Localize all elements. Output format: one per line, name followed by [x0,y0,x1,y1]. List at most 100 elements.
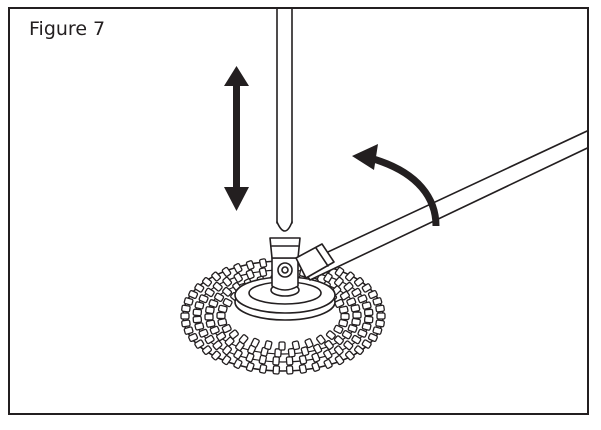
vertical-handle [276,9,293,232]
fringe-strand [311,352,321,363]
fringe-strand [375,319,385,328]
fringe-strand [375,304,385,313]
fringe-strand [201,345,213,355]
fringe-strand [212,340,223,351]
fringe-strand [334,298,345,308]
fringe-strand [198,328,209,338]
fringe-strand [363,315,374,324]
fringe-strand [344,350,355,361]
fringe-strand [245,260,255,271]
fringe-strand [376,312,386,320]
fringe-strand [180,312,190,320]
fringe-strand [357,328,368,338]
fringe-strand [323,349,333,360]
fringe-strand [333,276,344,287]
swivel-joint [269,237,301,291]
fringe-strand [192,315,203,324]
fringe-strand [222,286,233,297]
fringe-strand [198,294,209,304]
fringe-strand [272,365,281,375]
fringe-strand [209,325,220,335]
fringe-strand [278,341,286,351]
fringe-strand [361,301,372,310]
fringe-strand [333,335,344,346]
fringe-strand [183,297,194,306]
fringe-strand [258,363,268,374]
fringe-strand [353,345,365,355]
fringe-strand [298,363,308,374]
fringe-strand [298,354,308,365]
fringe-strand [217,318,228,327]
fringe-strand [325,330,336,340]
fringe-strand [352,311,362,319]
fringe-strand [347,324,358,333]
fringe-strand [351,287,362,298]
fringe-strand [258,258,268,269]
fringe-strand [361,283,372,293]
fringe-strand [222,345,233,356]
figure-label: Figure 7 [29,18,106,40]
fringe-strand [363,308,374,317]
fringe-strand [357,294,368,304]
fringe-strand [216,331,227,342]
fringe-strand [233,263,243,274]
fringe-strand [353,277,365,287]
fringe-strand [304,338,314,349]
fringe-strand [188,289,199,300]
fringe-strand [205,306,215,315]
fringe-strand [245,269,255,280]
fringe-strand [287,347,296,358]
mop-base-plate [234,276,336,321]
fringe-strand [351,317,361,326]
curved-arrow-icon [352,144,440,227]
fringe-strand [181,304,191,313]
fringe-strand [316,334,326,345]
fringe-strand [272,356,280,366]
fringe-strand [204,313,214,321]
fringe-strand [194,301,205,310]
fringe-strand [291,340,301,351]
fringe-strand [192,308,203,317]
up-down-arrow-icon [224,66,249,211]
fringe-strand [188,332,199,343]
fringe-strand [334,266,345,277]
fringe-strand [323,358,333,369]
fringe-strand [183,326,194,335]
fringe-strand [194,339,205,349]
fringe-strand [216,311,226,320]
fringe-strand [372,326,383,335]
fringe-strand [351,334,362,345]
fringe-strand [201,277,213,287]
fringe-strand [367,289,378,300]
fringe-strand [312,343,323,354]
fringe-strand [194,283,205,293]
fringe-strand [233,358,243,369]
fringe-strand [350,304,361,313]
tilted-handle [295,130,587,281]
fringe-strand [250,337,260,348]
fringe-strand [367,332,378,343]
fringe-strand [245,361,255,372]
fringe-strand [361,322,372,331]
fringe-strand [311,361,321,372]
fringe-strand [208,299,219,308]
fringe-strand [343,340,354,351]
fringe-strand [194,322,205,331]
fringe-strand [339,290,350,301]
fringe-strand [334,355,345,366]
fringe-strand [181,319,191,328]
fringe-strand [343,281,354,292]
fringe-strand [214,292,225,303]
fringe-strand [238,334,249,345]
fringe-strand [361,339,372,349]
fringe-strand [221,355,232,366]
fringe-strand [222,297,233,308]
fringe-strand [338,305,349,314]
fringe-strand [264,340,273,351]
fringe-strand [205,319,216,328]
fringe-strand [221,266,232,277]
fringe-strand [258,267,268,278]
fringe-strand [204,334,215,345]
fringe-strand [233,272,243,283]
